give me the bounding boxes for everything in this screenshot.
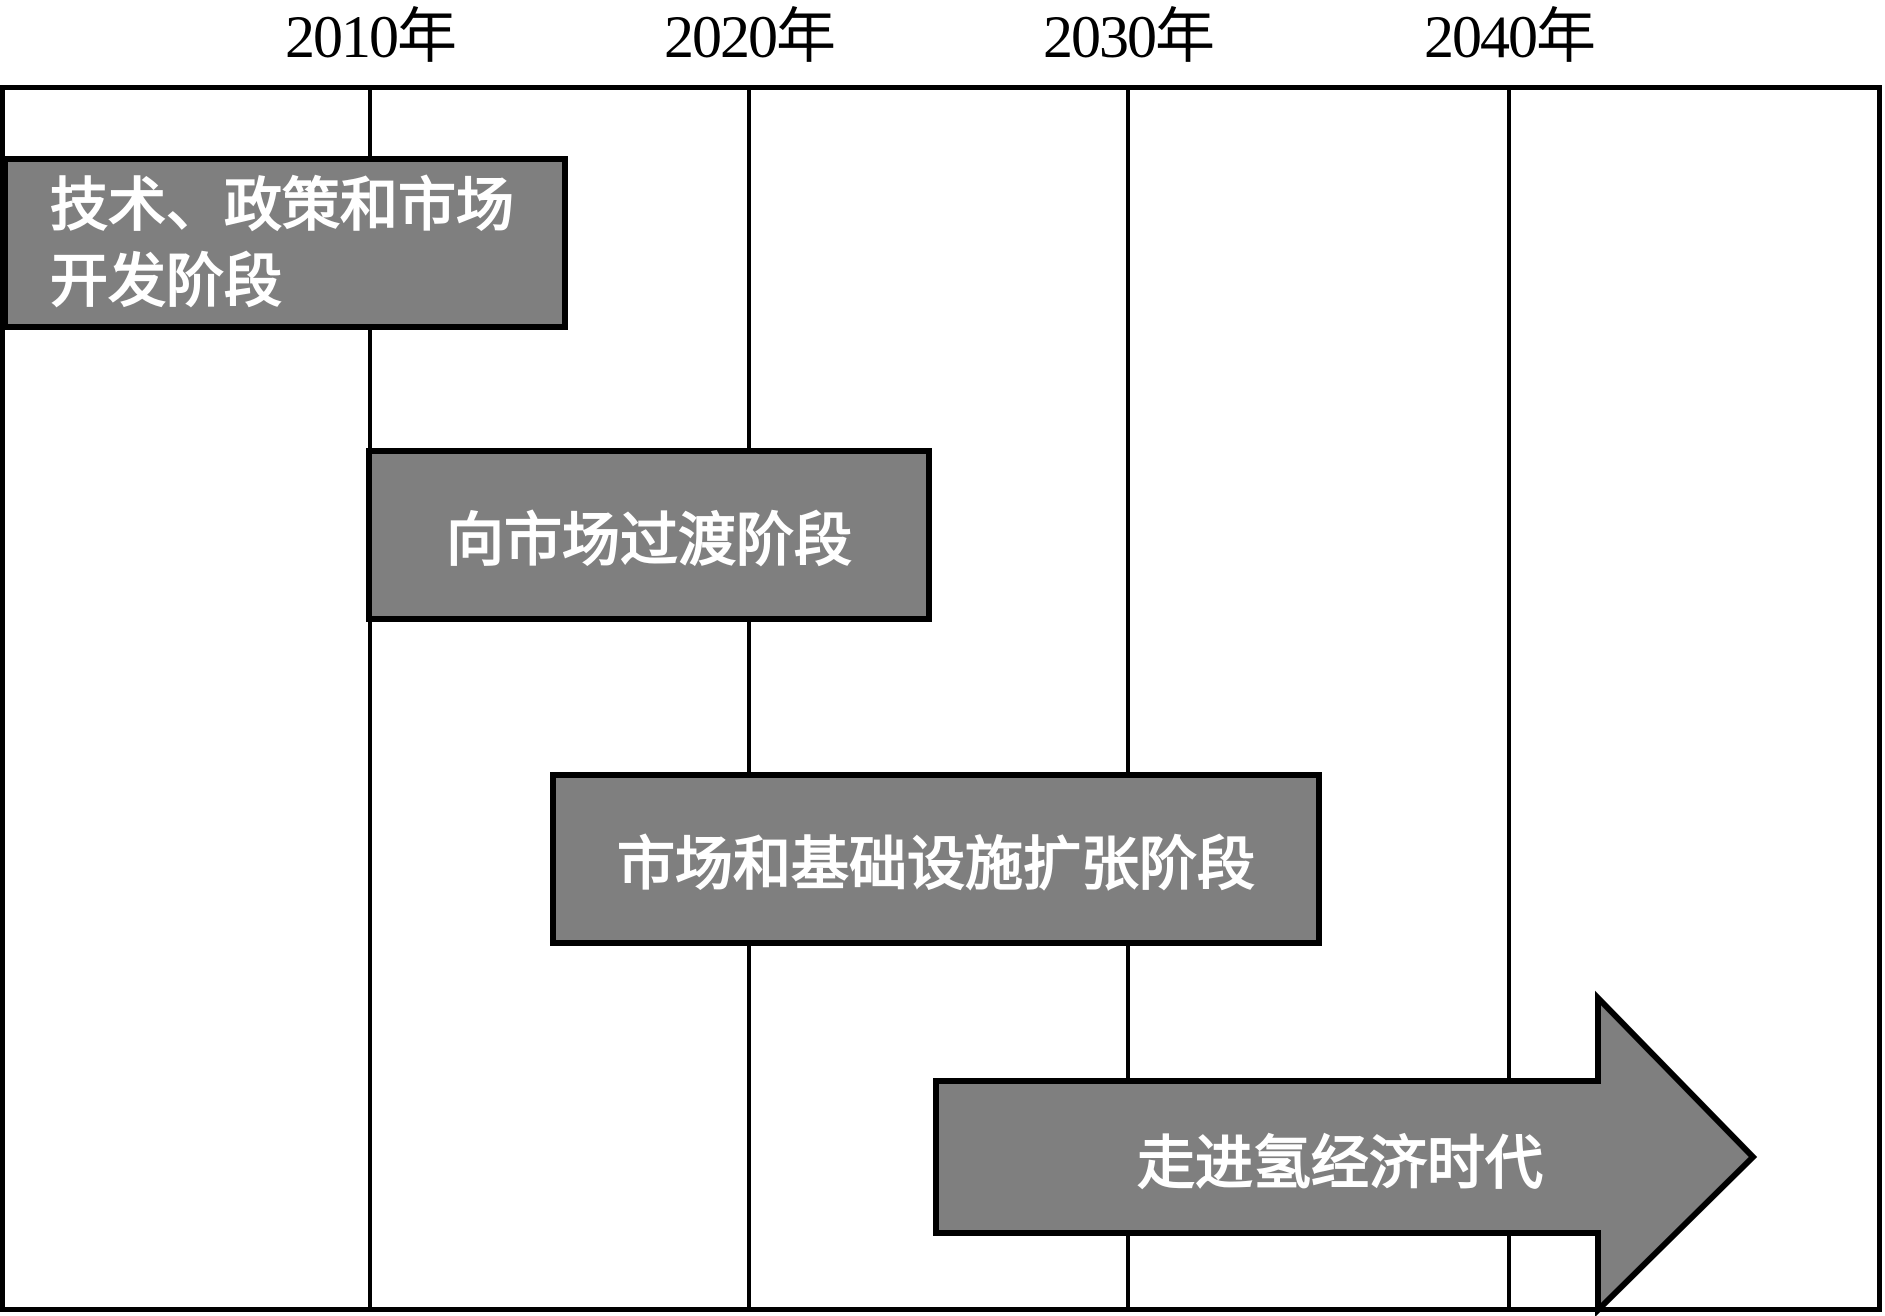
gridline-2030 bbox=[1126, 85, 1130, 1312]
gridline-2040 bbox=[1507, 85, 1511, 1312]
gridline-2010 bbox=[368, 85, 372, 1312]
arrow-label: 走进氢经济时代 bbox=[1082, 1080, 1598, 1235]
gridline-2020 bbox=[747, 85, 751, 1312]
year-label-2040: 2040年 bbox=[1424, 4, 1596, 70]
phase-box-tech-policy-market-development: 技术、政策和市场开发阶段 bbox=[2, 156, 568, 330]
phase-label: 技术、政策和市场开发阶段 bbox=[50, 171, 515, 315]
year-label-2010: 2010年 bbox=[285, 4, 457, 70]
year-label-2020: 2020年 bbox=[664, 4, 836, 70]
phase-label: 走进氢经济时代 bbox=[1136, 1128, 1543, 1197]
phase-box-market-infrastructure-expansion: 市场和基础设施扩张阶段 bbox=[550, 772, 1322, 946]
year-label-2030: 2030年 bbox=[1043, 4, 1215, 70]
phase-label: 市场和基础设施扩张阶段 bbox=[616, 830, 1255, 898]
phase-label: 向市场过渡阶段 bbox=[445, 506, 852, 574]
phase-box-market-transition: 向市场过渡阶段 bbox=[366, 448, 932, 622]
